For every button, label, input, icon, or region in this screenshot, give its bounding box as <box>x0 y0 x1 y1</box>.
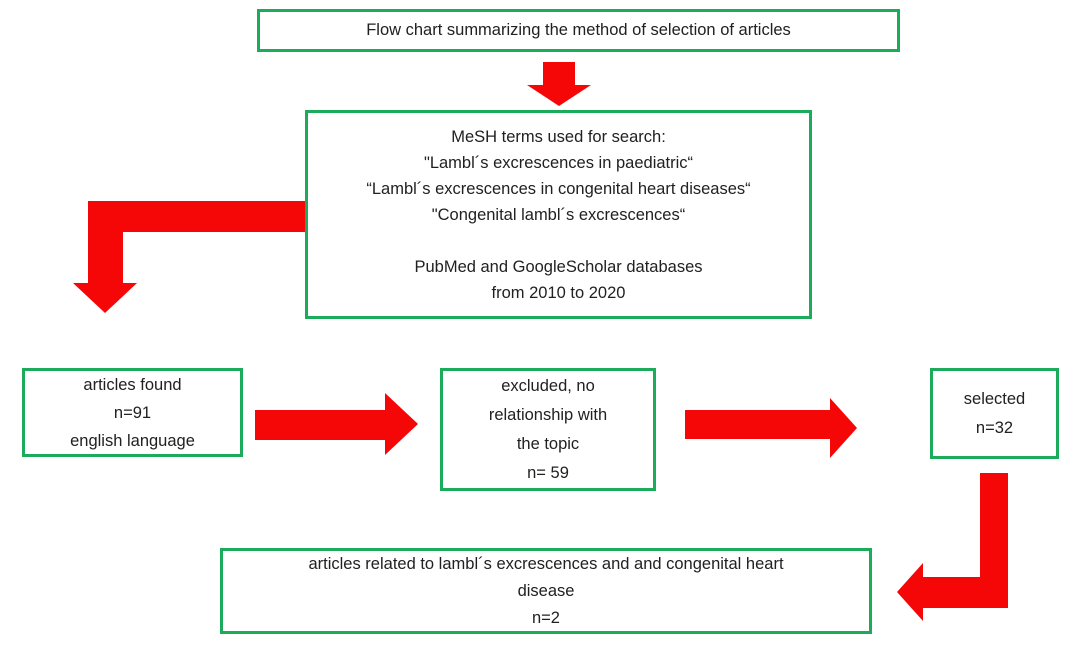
arrow-shaft <box>543 62 575 85</box>
title-box-text: Flow chart summarizing the method of sel… <box>366 21 791 39</box>
mesh-line: “Lambl´s excrescences in congenital hear… <box>366 179 751 198</box>
selected-box: selected n=32 <box>930 368 1059 459</box>
result-line: disease <box>517 581 575 600</box>
mesh-line: from 2010 to 2020 <box>491 283 626 302</box>
excluded-line: excluded, no <box>501 376 595 395</box>
arrow-elbow-down-left-icon <box>897 473 1008 623</box>
selected-line: selected <box>963 389 1026 408</box>
arrow-elbow-left-down-icon <box>73 201 305 313</box>
mesh-terms-box: MeSH terms used for search: "Lambl´s exc… <box>305 110 812 319</box>
arrow-right-icon <box>255 393 418 455</box>
mesh-line: PubMed and GoogleScholar databases <box>414 257 703 276</box>
arrow-head <box>527 85 591 106</box>
selected-count: n=32 <box>975 418 1014 437</box>
title-box: Flow chart summarizing the method of sel… <box>257 9 900 52</box>
excluded-line: relationship with <box>488 405 608 424</box>
arrow-shaft <box>685 410 830 439</box>
mesh-line: "Congenital lambl´s excrescences“ <box>431 205 686 224</box>
excluded-line: the topic <box>516 434 580 453</box>
arrow-head <box>830 398 857 458</box>
articles-found-count: n=91 <box>113 403 152 422</box>
mesh-line: "Lambl´s excrescences in paediatric“ <box>423 153 694 172</box>
mesh-line: MeSH terms used for search: <box>451 127 666 146</box>
articles-found-line: articles found <box>83 375 182 394</box>
articles-found-line: english language <box>70 431 195 450</box>
arrow-right-icon <box>685 398 857 458</box>
articles-found-box: articles found n=91 english language <box>22 368 243 457</box>
result-count: n=2 <box>532 608 560 627</box>
excluded-count: n= 59 <box>527 463 569 482</box>
arrow-shaft <box>255 410 385 440</box>
arrow-shaft-horizontal <box>923 577 1008 608</box>
result-line: articles related to lambl´s excrescences… <box>308 554 784 573</box>
arrow-head <box>897 563 923 621</box>
arrow-head <box>73 283 137 313</box>
result-box: articles related to lambl´s excrescences… <box>220 548 872 634</box>
arrow-head <box>385 393 418 455</box>
arrow-shaft-vertical <box>88 201 123 283</box>
arrow-shaft-horizontal <box>90 201 305 232</box>
excluded-box: excluded, no relationship with the topic… <box>440 368 656 491</box>
arrow-down-icon <box>527 62 591 106</box>
